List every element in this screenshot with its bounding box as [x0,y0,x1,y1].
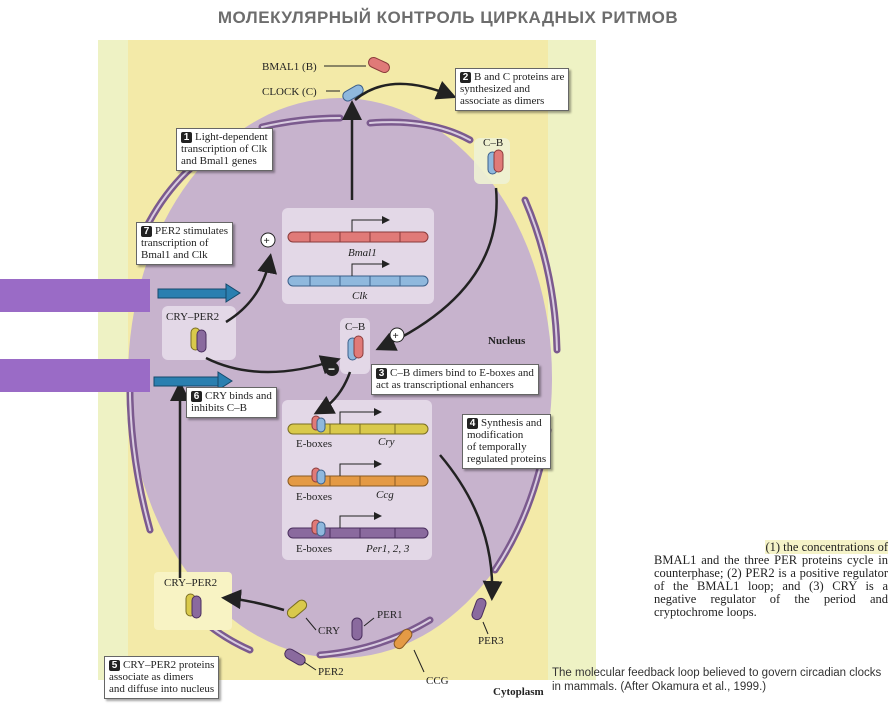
step-5-number: 5 [109,660,120,671]
step-1-line-3: and Bmal1 genes [181,155,257,167]
clock-protein [342,84,364,102]
cry-per2-dimer-nucleus [190,327,207,353]
cb-top-label: C–B [483,137,503,149]
step-4-line-1: Synthesis and [481,417,542,429]
step-6-line-2: inhibits C–B [191,402,247,414]
clk-gene-label: Clk [352,290,368,302]
minus-symbol [325,362,339,376]
per-gene-label: Per1, 2, 3 [365,543,410,555]
step-1-line-1: Light-dependent [195,131,268,143]
step-4-line-3: of temporally [467,441,527,453]
teal-pointer-arrow-1 [157,283,241,303]
step-2-line-2: synthesized and [460,83,530,95]
step-4-number: 4 [467,418,478,429]
plus-sign-1: + [264,235,270,247]
bmal1-b-label: BMAL1 (B) [262,61,317,73]
per-gene [287,512,429,539]
side-note-lead: (1) the concentrations of [765,540,888,554]
clock-c-label: CLOCK (C) [262,86,317,98]
cry-label: CRY [318,625,340,637]
eboxes-label-1: E-boxes [296,438,332,450]
purple-pointer-bar-1 [0,279,150,312]
pathway-arrows [170,80,503,612]
clk-gene [287,260,429,287]
step-3-number: 3 [376,368,387,379]
purple-pointer-bar-2 [0,359,150,392]
side-note: (1) the concentrations of BMAL1 and the … [654,540,888,619]
step-6-line-1: CRY binds and [205,390,272,402]
step-2-line-3: associate as dimers [460,95,545,107]
ccg-gene-label: Ccg [376,489,394,501]
step-1-line-2: transcription of Clk [181,143,268,155]
cry-per2-bottom-label: CRY–PER2 [164,577,217,589]
step-7-line-3: Bmal1 and Clk [141,249,208,261]
step-3-line-2: act as transcriptional enhancers [376,379,514,391]
cry-per2-top-label: CRY–PER2 [166,311,219,323]
step-5-line-1: CRY–PER2 proteins [123,659,215,671]
per1-label: PER1 [377,609,403,621]
cytoplasm-label: Cytoplasm [493,686,544,698]
bmal1-gene-label: Bmal1 [348,247,377,259]
nucleus-label: Nucleus [488,335,526,347]
page-title: МОЛЕКУЛЯРНЫЙ КОНТРОЛЬ ЦИРКАДНЫХ РИТМОВ [217,8,679,27]
step-7-line-2: transcription of [141,237,209,249]
ccg-gene [287,460,429,487]
step-4-line-4: regulated proteins [467,453,547,465]
step-2-line-1: B and C proteins are [474,71,565,83]
ccg-label: CCG [426,675,449,687]
eboxes-label-2: E-boxes [296,491,332,503]
cb-dimer-nucleus [347,335,364,361]
side-note-text: BMAL1 and the three PER proteins cycle i… [654,553,888,619]
step-7-line-1: PER2 stimulates [155,225,229,237]
step-1-number: 1 [181,132,192,143]
per3-label: PER3 [478,635,504,647]
figure-caption: The molecular feedback loop believed to … [552,667,882,693]
cb-mid-label: C–B [345,321,365,333]
step-5-line-2: associate as dimers [109,671,194,683]
step-3-line-1: C–B dimers bind to E-boxes and [390,367,534,379]
step-2-number: 2 [460,72,471,83]
per2-label: PER2 [318,666,344,678]
step-5-line-3: and diffuse into nucleus [109,683,215,695]
minus-sign: − [328,362,335,376]
plus-symbol-1 [260,232,276,248]
step-4-line-2: modification [467,429,524,441]
bmal1-protein [368,56,390,74]
teal-pointer-arrow-2 [153,371,233,391]
per1-protein [351,617,363,641]
cb-dimer-cytoplasm [487,149,504,175]
plus-symbol-2 [389,327,405,343]
ccg-protein [393,628,413,650]
cry-gene-label: Cry [378,436,395,448]
cry-protein [286,599,308,619]
eboxes-label-3: E-boxes [296,543,332,555]
cry-gene [287,408,429,435]
step-7-number: 7 [141,226,152,237]
plus-sign-2: + [393,330,399,342]
nucleus [128,98,552,658]
step-6-number: 6 [191,391,202,402]
cry-per2-dimer-cytoplasm [185,593,202,619]
bmal1-gene [287,216,429,243]
